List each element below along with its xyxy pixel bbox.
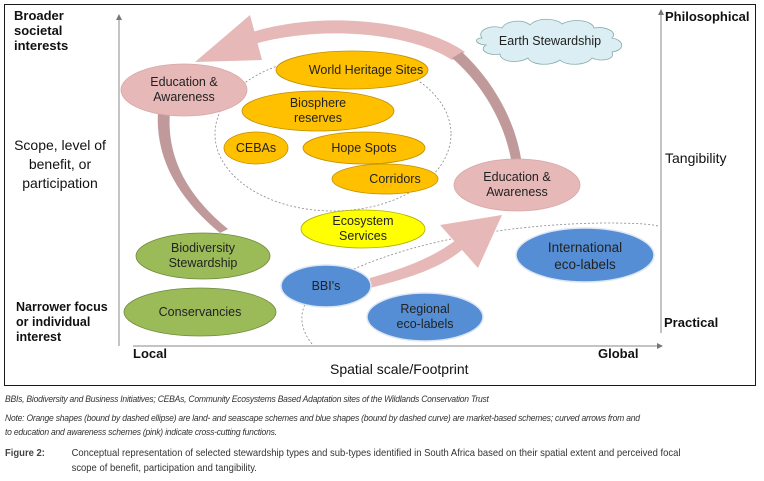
caption-note-line1: Note: Orange shapes (bound by dashed ell…: [5, 413, 640, 423]
ecosystem-services[interactable]: [300, 209, 426, 249]
figure-text-line2: scope of benefit, participation and tang…: [71, 462, 257, 474]
figure-caption: Figure 2: Conceptual representation of se…: [5, 446, 761, 476]
y-right-title: Tangibility: [665, 150, 727, 166]
y-left-title: Scope, level of benefit, or participatio…: [14, 137, 106, 191]
education-awareness-right[interactable]: [453, 158, 581, 212]
arrow-bottom-curve: [370, 240, 462, 288]
arrow-bottom-head: [440, 215, 502, 268]
x-axis-title: Spatial scale/Footprint: [330, 361, 469, 377]
world-heritage-sites[interactable]: [275, 50, 429, 90]
arrow-top-tail: [452, 52, 522, 165]
x-right-label: Global: [598, 346, 639, 361]
caption-note-line2: to education and awareness schemes (pink…: [5, 427, 277, 437]
arrow-top-head: [195, 15, 262, 62]
arrow-left-tail: [157, 112, 228, 233]
cebas[interactable]: [223, 131, 289, 165]
caption-abbreviations: BBIs, Biodiversity and Business Initiati…: [5, 394, 489, 404]
biosphere-reserves[interactable]: [241, 90, 395, 132]
figure-text-line1: Conceptual representation of selected st…: [71, 447, 681, 459]
international-eco-labels[interactable]: [515, 227, 655, 283]
bbis[interactable]: [280, 264, 372, 308]
hope-spots[interactable]: [302, 131, 426, 165]
y-right-bottom-label: Practical: [664, 315, 719, 330]
market-based-boundary: [301, 222, 659, 345]
conservancies[interactable]: [123, 287, 277, 337]
y-left-bottom-label: Narrower focus or individual interest: [16, 300, 108, 344]
y-right-top-label: Philosophical: [665, 9, 750, 24]
biodiversity-stewardship[interactable]: [135, 232, 271, 280]
y-left-top-label: Broader societal interests: [14, 8, 69, 53]
figure-number: Figure 2:: [5, 447, 45, 459]
figure-frame: [4, 4, 756, 386]
education-awareness-top[interactable]: [120, 63, 248, 117]
arrow-top-curve: [230, 20, 465, 60]
x-left-label: Local: [133, 346, 167, 361]
earth-stewardship-cloud: [476, 18, 623, 65]
regional-eco-labels[interactable]: [366, 292, 484, 342]
stewardship-diagram: [116, 9, 664, 349]
corridors[interactable]: [331, 163, 439, 195]
